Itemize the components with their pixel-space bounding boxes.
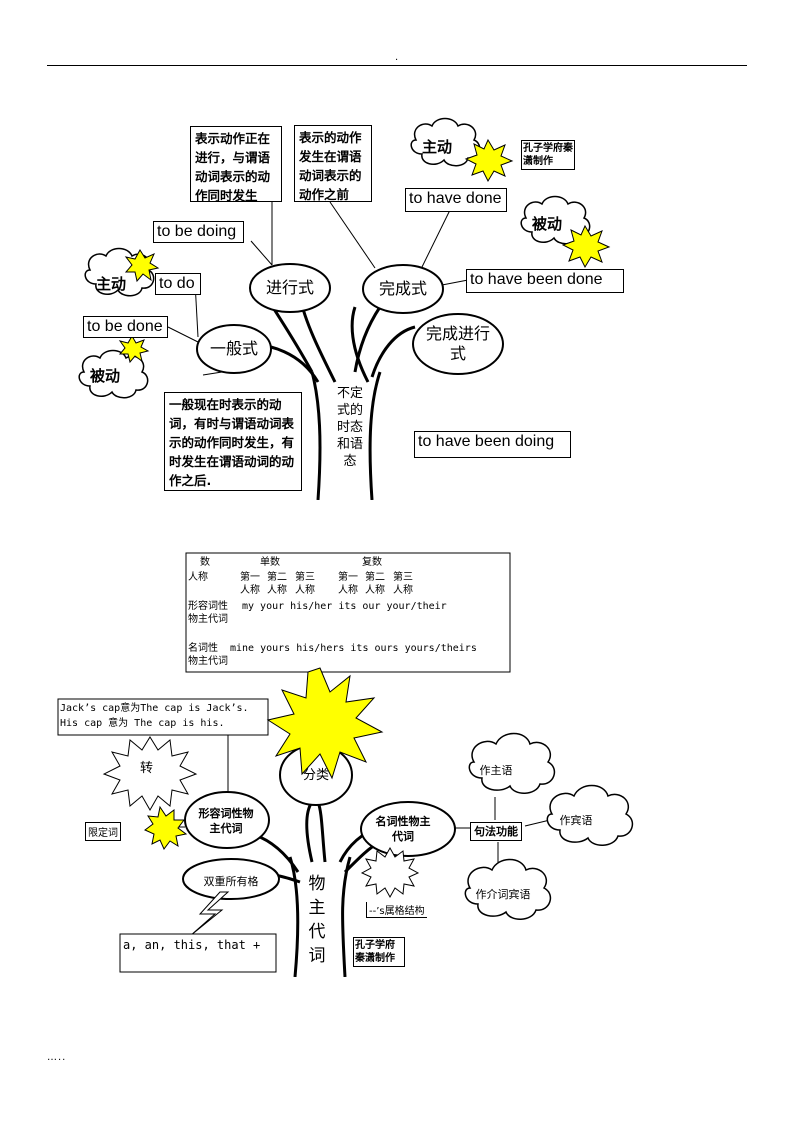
trunk2-label: 物主代词 [308, 874, 326, 966]
table-adj-label-1: 形容词性 [188, 601, 228, 612]
table-rc-6: 人称 [393, 585, 413, 596]
desc-box-wancheng: 表示的动作发生在谓语动词表示的动作之前 [294, 125, 372, 202]
node-double-genitive: 双重所有格 [203, 875, 259, 888]
node-fenlei: 分类 [302, 768, 329, 783]
table-person-6: 第三 [393, 572, 413, 583]
label-s-struct: --’s属格结构 [366, 902, 427, 918]
cloud-zuo-jieci: 作介词宾语 [475, 888, 531, 901]
table-noun-label-1: 名词性 [188, 643, 218, 654]
table-rc-4: 人称 [338, 585, 358, 596]
table-label-renchen: 人称 [188, 572, 208, 583]
table-header-fushu: 复数 [362, 557, 382, 568]
box-to-do: to do [155, 273, 201, 295]
table-header-shu: 数 [200, 557, 210, 568]
label-a-an: a, an, this, that + [123, 938, 261, 952]
table-person-5: 第二 [365, 572, 385, 583]
label-jufa: 句法功能 [470, 822, 522, 841]
credit-label-2: 孔子学府秦潇制作 [353, 937, 405, 967]
box-to-have-been-doing: to have been doing [414, 431, 571, 458]
box-to-have-been-done: to have been done [466, 269, 624, 293]
header-rule [47, 65, 747, 66]
node-noun-possessive: 名词性物主代词 [375, 815, 431, 843]
table-rc-3: 人称 [295, 585, 315, 596]
table-rc-1: 人称 [240, 585, 260, 596]
table-adj-values: my your his/her its our your/their [242, 601, 447, 612]
tree-diagram-possessive: 数 单数 复数 人称 第一 第二 第三 第一 第二 第三 人称 人称 人称 人称… [50, 552, 647, 977]
table-header-danshu: 单数 [260, 557, 280, 568]
desc-box-jinxing: 表示动作正在进行，与谓语动词表示的动作同时发生 [190, 126, 282, 203]
table-noun-values: mine yours his/hers its ours yours/their… [230, 643, 477, 654]
node-yiban: 一般式 [209, 339, 258, 358]
cloud-zuo-zhuyu: 作主语 [479, 764, 513, 777]
header-mark: . [395, 52, 399, 63]
tree1-graphics [78, 117, 611, 500]
table-person-3: 第三 [295, 572, 315, 583]
table-person-2: 第二 [267, 572, 287, 583]
cloud-active-right: 主动 [421, 138, 452, 156]
box-to-be-doing: to be doing [153, 221, 244, 243]
table-adj-label-2: 物主代词 [188, 614, 228, 625]
desc-box-yiban: 一般现在时表示的动词，有时与谓语动词表示的动作同时发生，有时发生在谓语动词的动作… [164, 392, 302, 491]
credit-label: 孔子学府秦潇制作 [521, 140, 575, 170]
label-zhuan: 转 [140, 761, 154, 776]
table-person-4: 第一 [338, 572, 358, 583]
box-to-have-done: to have done [405, 188, 507, 212]
node-jinxing: 进行式 [265, 278, 314, 297]
cloud-passive-right: 被动 [531, 215, 562, 233]
example-line-1: Jack’s cap意为The cap is Jack’s. [60, 703, 249, 714]
trunk-label: 不定式的时态和语态 [336, 386, 363, 469]
node-wancheng: 完成式 [378, 279, 427, 298]
table-person-1: 第一 [240, 572, 260, 583]
example-line-2: His cap 意为 The cap is his. [60, 718, 225, 729]
table-rc-5: 人称 [365, 585, 385, 596]
table-rc-2: 人称 [267, 585, 287, 596]
cloud-passive-left: 被动 [89, 367, 120, 385]
node-wanchengjinxing: 完成进行式 [425, 324, 490, 363]
label-xiandingci: 限定词 [85, 822, 121, 841]
cloud-active-left: 主动 [95, 275, 126, 293]
tree-diagram-infinitive: 一般式 进行式 完成式 完成进行式 不定式的时态和语态 表示动作正在进行，与谓语… [50, 82, 647, 500]
node-adj-possessive: 形容词性物主代词 [198, 807, 254, 835]
tree2-graphics [57, 552, 634, 977]
table-noun-label-2: 物主代词 [188, 656, 228, 667]
cloud-zuo-binyu: 作宾语 [559, 814, 593, 827]
footer-mark: ….. [47, 1052, 67, 1063]
box-to-be-done: to be done [83, 316, 168, 338]
